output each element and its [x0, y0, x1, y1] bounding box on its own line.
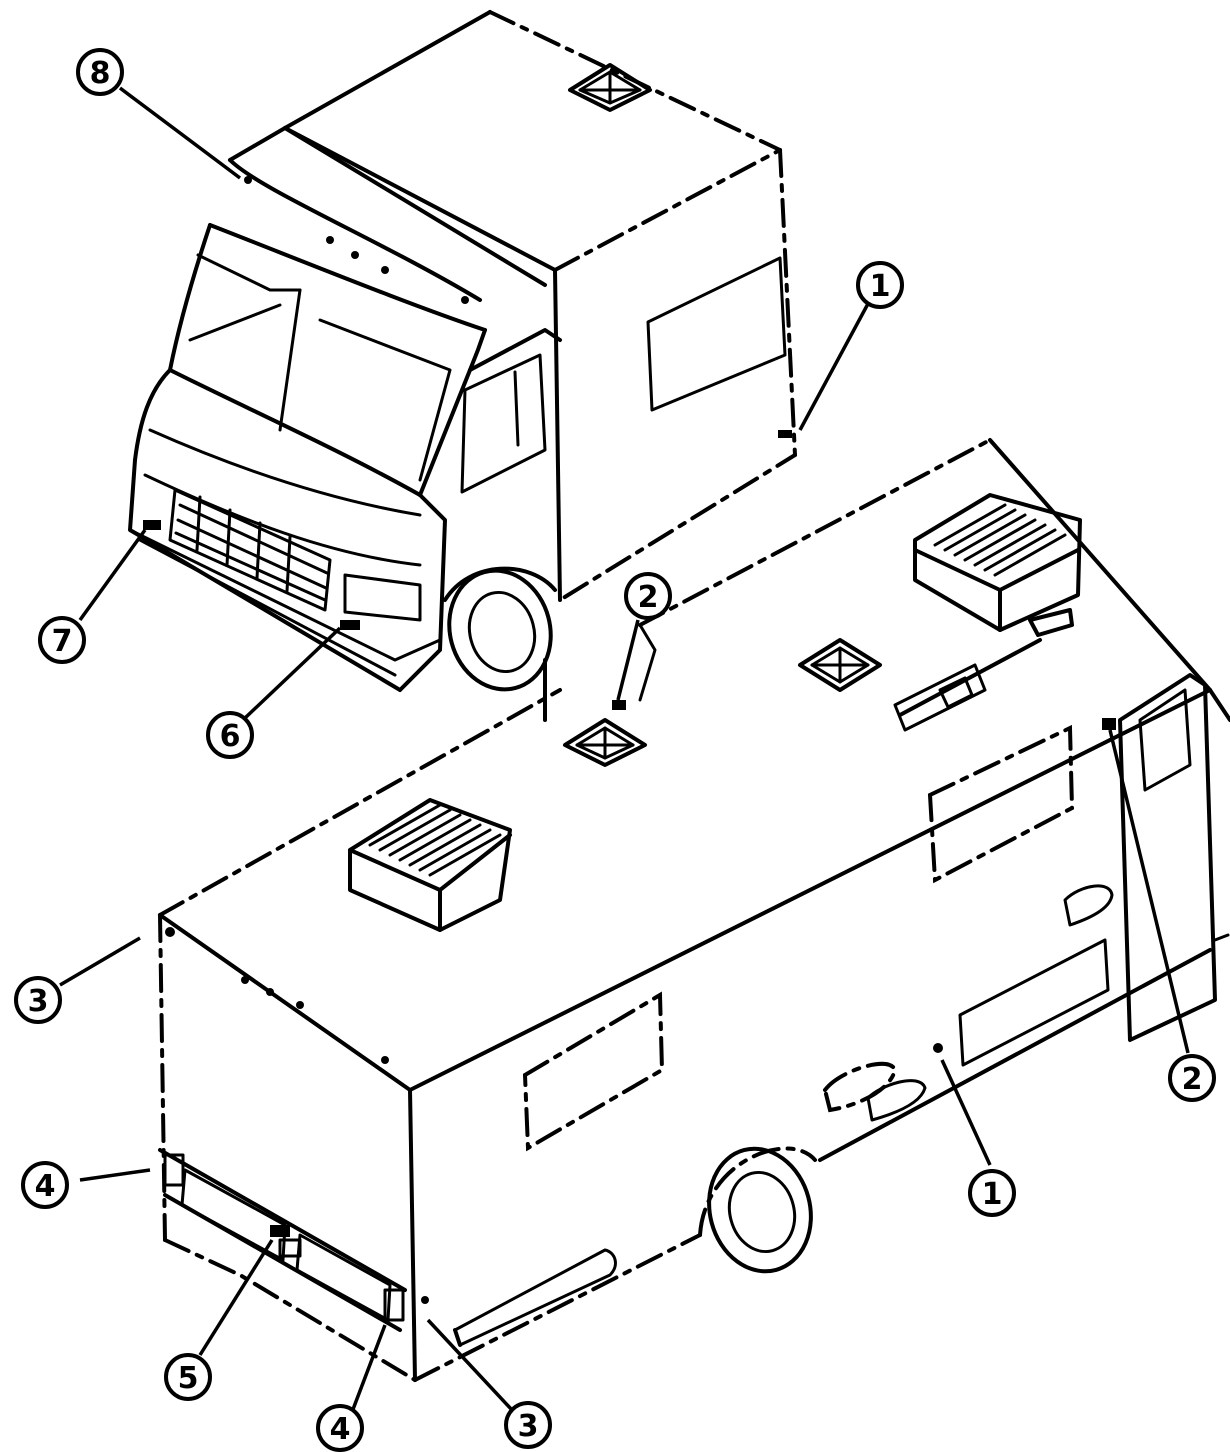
callout-4-bottom: 4	[316, 1404, 364, 1452]
callout-7: 7	[38, 616, 86, 664]
callout-label-4-bottom: 4	[330, 1412, 351, 1447]
rear-bumper	[158, 1148, 407, 1332]
callout-2-top: 2	[624, 572, 672, 620]
callout-label-2-side: 2	[1182, 1062, 1203, 1097]
front-cab-section	[128, 10, 798, 692]
callout-5: 5	[164, 1353, 212, 1401]
roof-vent-mid	[798, 638, 882, 692]
ac-unit-front	[913, 493, 1082, 632]
callout-1-top: 1	[856, 261, 904, 309]
front-grille	[168, 488, 332, 612]
callout-label-4-left: 4	[35, 1169, 56, 1204]
callout-label-6: 6	[220, 719, 241, 754]
rear-wheel	[698, 1146, 817, 1274]
callout-label-7: 7	[52, 624, 73, 659]
entry-door	[1102, 673, 1230, 1042]
callout-2-side: 2	[1168, 1054, 1216, 1102]
callout-4-left: 4	[21, 1161, 69, 1209]
callout-label-3-left: 3	[28, 984, 49, 1019]
callout-3-left: 3	[14, 976, 62, 1024]
ac-unit-rear	[348, 798, 512, 932]
callout-label-3-bottom: 3	[518, 1409, 539, 1444]
callout-label-2-top: 2	[638, 580, 659, 615]
callout-label-1-side: 1	[982, 1177, 1003, 1212]
callout-leaders	[59, 86, 1190, 1413]
front-wheel	[443, 566, 557, 692]
callout-3-bottom: 3	[504, 1401, 552, 1449]
callout-6: 6	[206, 711, 254, 759]
callout-label-5: 5	[178, 1361, 199, 1396]
callout-1-side: 1	[968, 1169, 1016, 1217]
roof-vent-front-body	[563, 718, 647, 767]
roof-vent-front	[568, 63, 652, 112]
callout-label-1-top: 1	[870, 269, 891, 304]
callout-8: 8	[76, 48, 124, 96]
rear-body-section	[158, 438, 1230, 1382]
callout-label-8: 8	[90, 56, 111, 91]
